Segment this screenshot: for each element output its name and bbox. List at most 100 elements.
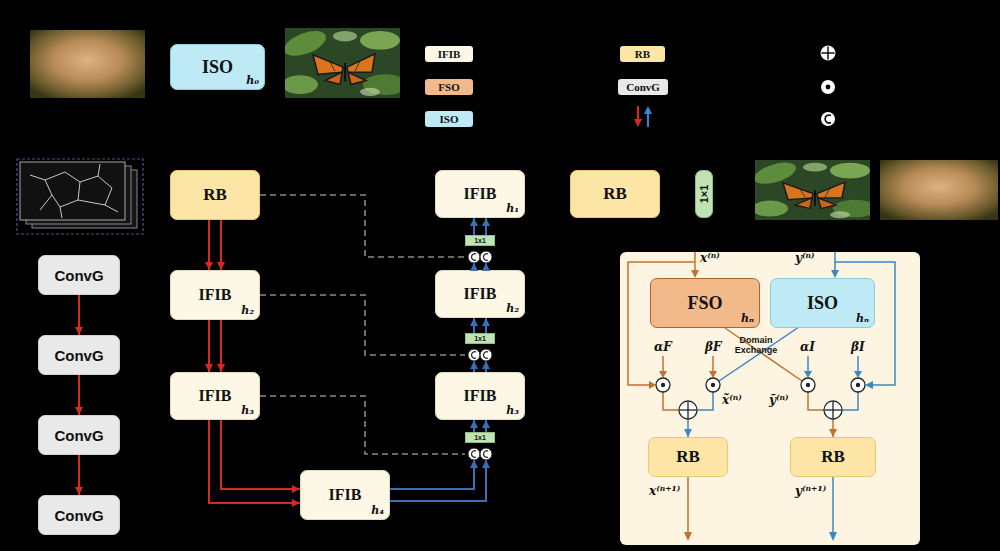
iso-arrowheads xyxy=(804,270,873,541)
iso-arrowheads xyxy=(865,381,873,389)
blurred-input-image xyxy=(30,30,145,98)
connector xyxy=(75,455,83,495)
legend-swatch: ConvG xyxy=(618,79,668,95)
fso-arrowheads xyxy=(709,371,717,378)
signal-name: αF xyxy=(654,340,672,354)
block-name: IFIB xyxy=(464,285,497,303)
block-name: RB xyxy=(203,185,227,205)
connector-line xyxy=(260,396,465,454)
symbol-legend xyxy=(821,80,835,94)
arrow-legend xyxy=(637,106,639,120)
arrowhead xyxy=(482,318,490,326)
psf-stack xyxy=(30,164,118,218)
arrowhead xyxy=(205,262,213,270)
connector xyxy=(209,420,300,507)
arrowhead xyxy=(482,460,490,468)
connector xyxy=(75,375,83,415)
iso-arrowheads xyxy=(804,371,812,378)
arrowhead xyxy=(829,429,837,437)
iso-wires xyxy=(835,262,895,385)
connector xyxy=(390,460,490,501)
legend-swatch: RB xyxy=(620,46,665,62)
arrowhead xyxy=(482,218,490,226)
fso-wires xyxy=(687,477,689,533)
convg-block: ConvG xyxy=(38,335,120,375)
fso-wires xyxy=(712,356,714,372)
rb-block: RB xyxy=(648,437,728,477)
fso-wires xyxy=(628,252,713,533)
signal-name: y⁽ⁿ⁺¹⁾ xyxy=(795,484,826,498)
ifib-block: IFIB h₄ xyxy=(300,470,390,520)
block-name: IFIB xyxy=(464,185,497,203)
ifib-block: IFIBh₁ xyxy=(435,170,525,218)
restored-image xyxy=(751,158,877,220)
inset-panel xyxy=(620,252,920,545)
multiply-symbol xyxy=(656,378,865,392)
block-name: IFIB xyxy=(329,486,362,504)
legend-swatch: FSO xyxy=(425,79,473,95)
conv1x1-box: 1x1 xyxy=(465,333,495,344)
blurred-output-image xyxy=(880,160,998,220)
stage-index: h₄ xyxy=(371,504,384,517)
concat-symbol xyxy=(468,251,492,460)
signal-name: βF xyxy=(705,340,722,354)
concat-symbol xyxy=(468,349,480,361)
multiply-dot xyxy=(856,383,860,387)
block-name: IFIB xyxy=(199,387,232,405)
connector xyxy=(470,318,490,333)
block-name: ConvG xyxy=(54,427,103,444)
legend-text: ConvG xyxy=(626,81,660,93)
arrowhead xyxy=(75,327,83,335)
multiply-symbol xyxy=(656,378,670,392)
signal-name: x⁽ⁿ⁺¹⁾ xyxy=(649,484,680,498)
multiply-dot xyxy=(806,383,810,387)
fso-arrowheads xyxy=(659,371,667,378)
block-name: ConvG xyxy=(54,267,103,284)
rb-block: RB xyxy=(170,170,260,220)
arrowhead xyxy=(205,364,213,372)
conv1x1-box: 1x1 xyxy=(465,235,495,246)
arrow-legend xyxy=(644,106,652,114)
connector xyxy=(260,396,465,454)
block-name: 1x1 xyxy=(474,335,486,342)
signal-name: βI xyxy=(851,340,865,354)
fso-arrowheads xyxy=(684,532,692,541)
symbol-legend xyxy=(821,46,835,126)
arrowhead xyxy=(684,429,692,437)
iso-arrowheads xyxy=(831,270,839,278)
arrowhead xyxy=(470,263,478,271)
arrowhead xyxy=(482,263,490,271)
block-name: RB xyxy=(821,447,845,467)
multiply-symbol xyxy=(706,378,720,392)
block-name: ConvG xyxy=(54,347,103,364)
fso-arrowheads xyxy=(691,270,699,278)
convg-block: ConvG xyxy=(38,415,120,455)
connector xyxy=(205,220,225,270)
ifib-block: IFIBh₂ xyxy=(435,270,525,318)
arrowhead xyxy=(217,364,225,372)
multiply-symbol xyxy=(851,378,865,392)
concat-symbol xyxy=(480,251,492,263)
ifib-block: IFIBh₂ xyxy=(170,270,260,320)
arrowhead xyxy=(470,218,478,226)
arrowhead xyxy=(470,318,478,326)
connector-line xyxy=(209,420,300,503)
legend-text: IFIB xyxy=(438,48,461,60)
symbol-legend xyxy=(821,46,835,60)
concat-symbol xyxy=(480,448,492,460)
block-name: ISO xyxy=(202,57,233,78)
block-name: ISO xyxy=(807,293,838,314)
add-symbol xyxy=(679,401,697,419)
connector xyxy=(470,361,490,372)
convg-block: ConvG xyxy=(38,495,120,535)
convg-block: ConvG xyxy=(38,255,120,295)
fso-arrowheads xyxy=(649,270,717,541)
connector-line xyxy=(260,295,465,355)
connector xyxy=(470,218,490,235)
block-name: IFIB xyxy=(464,387,497,405)
